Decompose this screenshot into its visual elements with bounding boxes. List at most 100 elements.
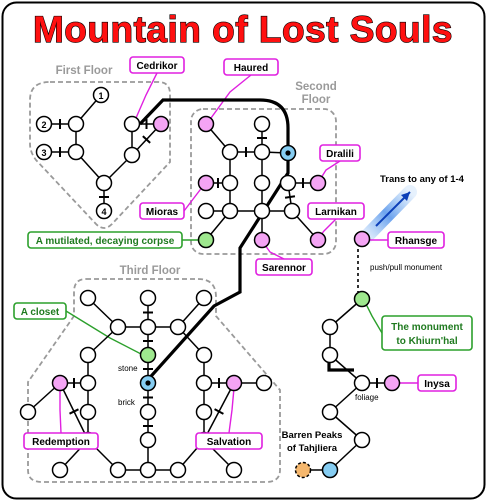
callout-corpse[interactable]: A mutilated, decaying corpse — [27, 231, 183, 249]
second-floor-outline — [190, 108, 337, 255]
room-sN — [253, 231, 271, 249]
callout-line-1 — [210, 74, 252, 119]
room-t21 — [139, 431, 157, 449]
callout-cedrikor[interactable]: Cedrikor — [129, 56, 185, 74]
second-floor-label-2: Floor — [302, 94, 331, 106]
trans-arrow-head — [401, 192, 410, 201]
room-t8 — [139, 346, 157, 364]
room-t23 — [109, 461, 127, 479]
door-tick-sH-sL — [284, 195, 296, 199]
room-eh — [294, 461, 312, 479]
stone-label: stone — [118, 364, 138, 373]
room-t9 — [195, 346, 213, 364]
room-sK — [253, 202, 271, 220]
room-ea — [321, 318, 339, 336]
callout-line-8 — [65, 310, 144, 356]
callout-lines — [59, 72, 418, 434]
callout-mioras[interactable]: Mioras — [139, 202, 185, 220]
callout-line-11 — [59, 388, 62, 434]
callout-line-0 — [135, 72, 158, 119]
barren-peaks-label-1: Barren Peaks — [282, 430, 343, 441]
room-eg — [321, 461, 339, 479]
room-t7 — [169, 318, 187, 336]
callout-larnikan[interactable]: Larnikan — [307, 202, 365, 220]
room-ec — [353, 374, 371, 392]
room-f4 — [95, 202, 113, 220]
room-number-3: 3 — [41, 148, 46, 158]
room-number-2: 2 — [41, 120, 46, 130]
room-ef — [353, 431, 371, 449]
room-f3 — [35, 143, 53, 161]
callout-inysa[interactable]: Inysa — [417, 374, 457, 392]
door-tick-fm-fcd — [142, 135, 151, 144]
svg-text:Dralili: Dralili — [326, 149, 354, 160]
room-t16 — [19, 403, 37, 421]
callout-sarennor[interactable]: Sarennor — [255, 258, 313, 276]
room-sF — [221, 174, 239, 192]
room-fa — [67, 115, 85, 133]
path-end-dot-t12 — [145, 380, 151, 386]
door-tick-t14-t22 — [214, 408, 224, 415]
callout-monument[interactable]: The monument to Khiurn'hal — [381, 315, 473, 351]
svg-text:Cedrikor: Cedrikor — [136, 61, 177, 72]
room-fc — [95, 174, 113, 192]
callout-line-2 — [320, 160, 341, 179]
callout-redemption[interactable]: Redemption — [23, 432, 99, 450]
room-t11 — [79, 374, 97, 392]
room-t1 — [79, 289, 97, 307]
room-t26 — [51, 461, 69, 479]
svg-text:Rhansge: Rhansge — [395, 236, 438, 247]
door-tick-t10-t20 — [69, 408, 79, 415]
room-t10 — [51, 374, 69, 392]
callout-closet[interactable]: A closet — [13, 302, 67, 320]
room-t15 — [255, 374, 273, 392]
room-t6 — [139, 318, 157, 336]
room-sD — [253, 143, 271, 161]
callout-dralili[interactable]: Dralili — [319, 144, 361, 162]
callout-rhansge[interactable]: Rhansge — [387, 231, 445, 249]
room-sG — [253, 174, 271, 192]
svg-text:Redemption: Redemption — [32, 437, 90, 448]
room-number-1: 1 — [98, 91, 103, 101]
room-t27 — [225, 461, 243, 479]
svg-text:A mutilated, decaying corpse: A mutilated, decaying corpse — [36, 236, 175, 247]
first-floor-label: First Floor — [56, 65, 113, 77]
callout-salvation[interactable]: Salvation — [195, 432, 263, 450]
room-sMi — [197, 174, 215, 192]
path-end-dot-sE — [285, 150, 291, 156]
room-fcd — [152, 115, 170, 133]
room-t18 — [139, 403, 157, 421]
path-first-to-second — [138, 98, 290, 153]
room-fd — [123, 115, 141, 133]
callout-line-12 — [228, 387, 235, 434]
brick-label: brick — [118, 398, 136, 407]
path-third-to-second — [143, 153, 290, 385]
second-floor-label-1: Second — [295, 81, 337, 93]
callout-haured[interactable]: Haured — [223, 58, 279, 76]
svg-text:The monument: The monument — [391, 322, 463, 333]
room-sL — [283, 202, 301, 220]
callout-line-9 — [365, 303, 383, 334]
room-ee — [321, 403, 339, 421]
room-sB — [221, 143, 239, 161]
room-mo — [353, 290, 371, 308]
room-f1 — [92, 86, 110, 104]
svg-text:to Khiurn'hal: to Khiurn'hal — [396, 336, 457, 347]
svg-text:Mioras: Mioras — [146, 207, 179, 218]
first-floor-outline — [29, 81, 171, 229]
svg-text:Haured: Haured — [234, 63, 268, 74]
svg-text:A closet: A closet — [21, 307, 60, 318]
door-ticks — [59, 119, 378, 427]
room-t13 — [195, 374, 213, 392]
room-sI — [197, 202, 215, 220]
room-number-4: 4 — [101, 207, 106, 217]
room-sH — [279, 174, 297, 192]
room-t17 — [79, 403, 97, 421]
svg-text:Larnikan: Larnikan — [315, 207, 357, 218]
room-t24 — [139, 461, 157, 479]
push-pull-label: push/pull monument — [370, 263, 443, 272]
room-t14 — [225, 374, 243, 392]
room-sA — [197, 115, 215, 133]
svg-text:Sarennor: Sarennor — [262, 263, 306, 274]
